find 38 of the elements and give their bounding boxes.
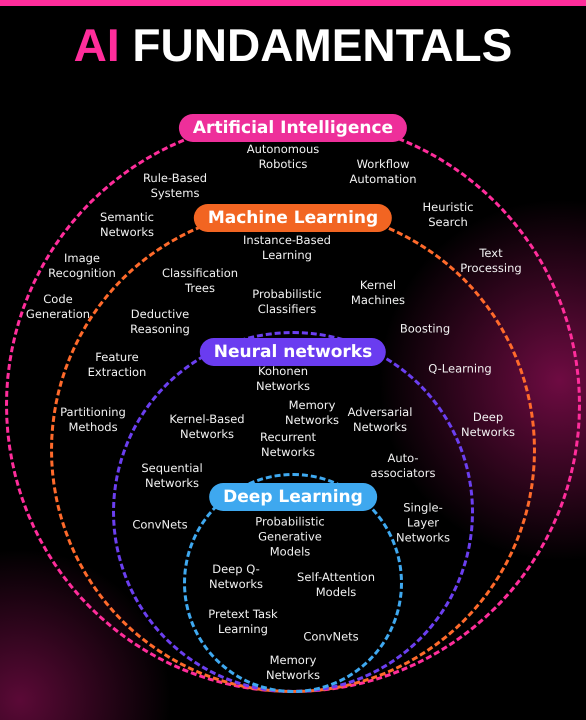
topic-label: Memory Networks — [264, 653, 321, 683]
topic-label: Self-Attention Models — [296, 570, 376, 600]
topic-label: Kohonen Networks — [254, 364, 311, 394]
topic-label: Code Generation — [24, 292, 92, 322]
topic-label: Autonomous Robotics — [246, 142, 320, 172]
topic-label: Instance-Based Learning — [242, 233, 332, 263]
topic-label: Probabilistic Generative Models — [254, 514, 326, 560]
topic-label: Memory Networks — [284, 398, 340, 428]
circle-heading: Artificial Intelligence — [178, 114, 408, 142]
topic-label: Auto-associators — [370, 451, 436, 481]
topic-label: Recurrent Networks — [258, 430, 318, 460]
topic-label: Text Processing — [459, 246, 523, 276]
topic-label: Sequential Networks — [140, 461, 204, 491]
topic-label: Feature Extraction — [86, 350, 148, 380]
circle-heading: Deep Learning — [209, 483, 377, 511]
topic-label: Probabilistic Classifiers — [251, 287, 323, 317]
topic-label: Workflow Automation — [348, 157, 418, 187]
topic-label: Boosting — [398, 322, 452, 336]
topic-label: Partitioning Methods — [59, 405, 127, 435]
topic-label: ConvNets — [302, 630, 360, 644]
circle-heading: Neural networks — [200, 338, 386, 366]
topic-label: Single-Layer Networks — [394, 500, 451, 546]
topic-label: Image Recognition — [47, 251, 117, 281]
circle-heading: Machine Learning — [194, 204, 392, 232]
topic-label: Rule-Based Systems — [142, 171, 208, 201]
topic-label: Classification Trees — [160, 266, 240, 296]
topic-label: ConvNets — [131, 518, 189, 532]
title: AI FUNDAMENTALS — [72, 18, 514, 72]
topic-label: Q-Learning — [427, 362, 493, 376]
topic-label: Heuristic Search — [422, 200, 474, 230]
topic-label: Semantic Networks — [98, 210, 155, 240]
topic-label: Deep Q-Networks — [208, 562, 264, 592]
topic-label: Deep Networks — [460, 410, 516, 440]
topic-label: Pretext Task Learning — [207, 607, 279, 637]
topic-label: Deductive Reasoning — [129, 307, 191, 337]
topic-label: Kernel Machines — [350, 278, 406, 308]
dashed-circle — [5, 117, 581, 693]
topic-label: Kernel-Based Networks — [168, 412, 246, 442]
